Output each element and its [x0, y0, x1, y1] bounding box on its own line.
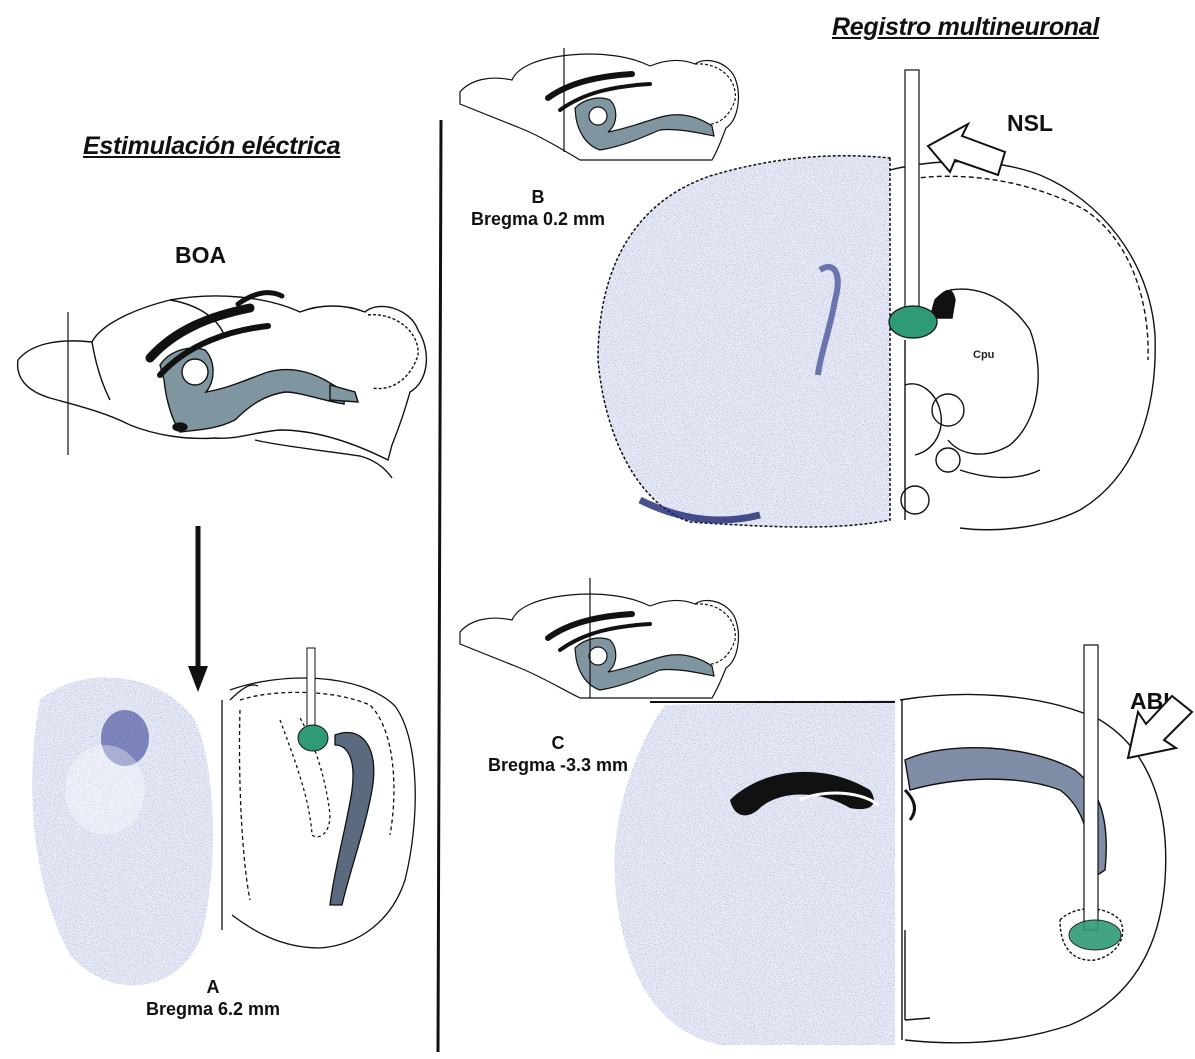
cpu-label: Cpu [973, 349, 994, 361]
panel-divider [438, 120, 441, 1052]
hippocampus-c [905, 748, 1106, 880]
stimulating-electrode-a [298, 648, 328, 751]
sagittal-brain-b [460, 48, 738, 160]
histology-section-c [600, 690, 900, 1050]
coronal-atlas-c [900, 695, 1166, 1043]
coronal-atlas-a [222, 678, 415, 948]
pointer-arrow-nsl [928, 124, 1005, 175]
coronal-atlas-b [890, 162, 1155, 530]
pointer-arrow-abl [1128, 696, 1192, 758]
histology-section-b [590, 150, 895, 535]
sagittal-brain-boa [18, 293, 427, 478]
electrode-tip-a [298, 725, 328, 751]
down-arrow [188, 526, 208, 692]
electrode-tip-c [1069, 920, 1121, 950]
histology-section-a [20, 660, 230, 1010]
recording-electrode-b [889, 70, 937, 338]
sagittal-brain-c [460, 578, 738, 698]
olfactory-ventricle [330, 732, 374, 905]
electrode-tip-b [889, 306, 937, 338]
